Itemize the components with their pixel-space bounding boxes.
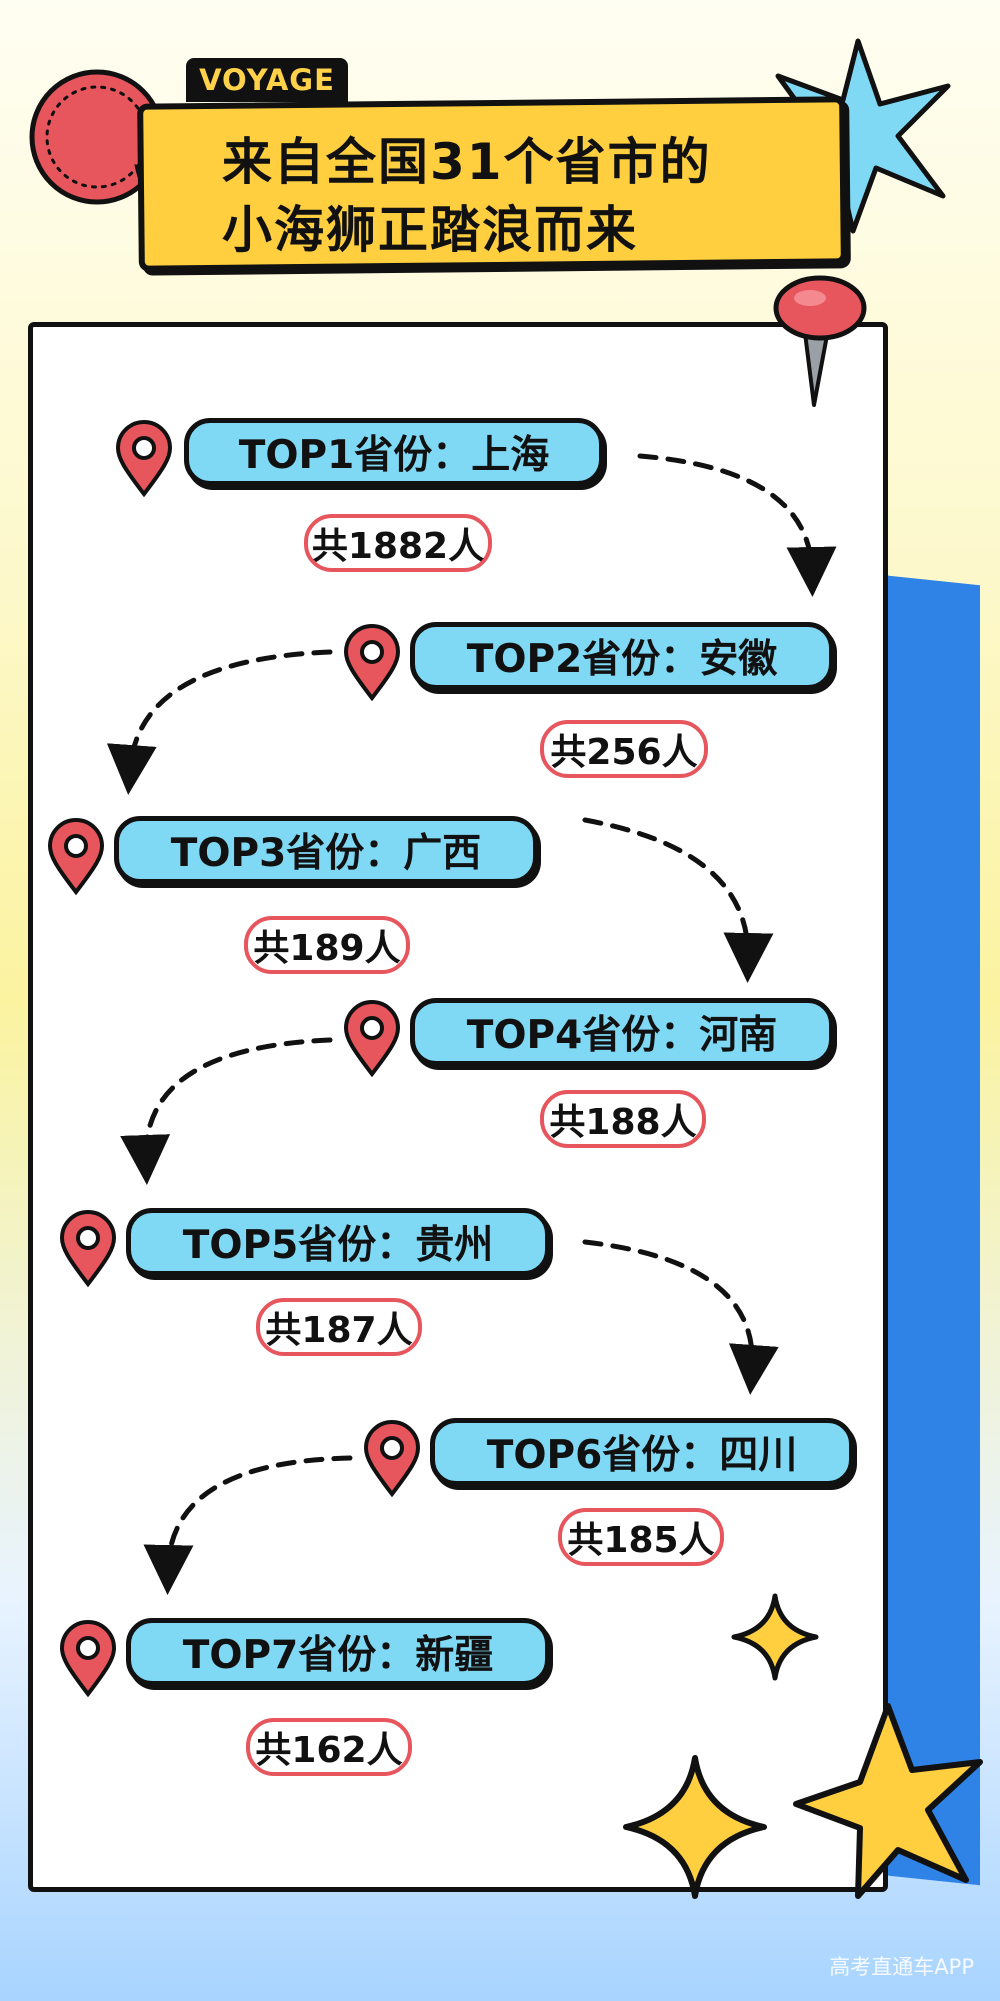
arrow-1-2 [637,453,837,597]
location-pin-icon [343,1000,401,1078]
location-pin-icon [115,420,173,498]
province-pill-7: TOP7省份：新疆 [126,1618,550,1686]
push-pin-icon [773,275,867,407]
arrow-6-7 [143,1455,353,1595]
title-line-2: 小海狮正踏浪而来 [222,201,638,259]
province-pill-6: TOP6省份：四川 [430,1418,854,1486]
arrow-5-6 [582,1239,779,1395]
province-pill-4: TOP4省份：河南 [410,998,834,1066]
province-pill-2: TOP2省份：安徽 [410,622,834,690]
voyage-tag: VOYAGE [186,58,348,102]
location-pin-icon [363,1420,421,1498]
count-badge-5: 共187人 [256,1298,422,1356]
count-badge-2: 共256人 [540,720,708,778]
arrow-4-5 [120,1037,333,1185]
province-pill-5: TOP5省份：贵州 [126,1208,550,1276]
province-pill-3: TOP3省份：广西 [114,816,538,884]
count-badge-7: 共162人 [246,1718,412,1776]
title-line-1: 来自全国31个省市的 [222,133,712,191]
count-badge-3: 共189人 [244,916,410,974]
count-badge-1: 共1882人 [304,514,492,572]
watermark: 高考直通车APP [829,1955,974,1979]
location-pin-icon [59,1210,117,1288]
arrow-3-4 [582,817,774,983]
sparkle-icon [731,1593,819,1681]
location-pin-icon [343,624,401,702]
location-pin-icon [59,1620,117,1698]
star-burst-icon [767,38,951,234]
star-burst-icon [793,1703,983,1899]
count-badge-6: 共185人 [558,1508,724,1566]
arrow-2-3 [106,649,333,795]
location-pin-icon [47,818,105,896]
province-pill-1: TOP1省份：上海 [184,418,604,486]
sparkle-icon [623,1755,767,1899]
count-badge-4: 共188人 [540,1090,706,1148]
